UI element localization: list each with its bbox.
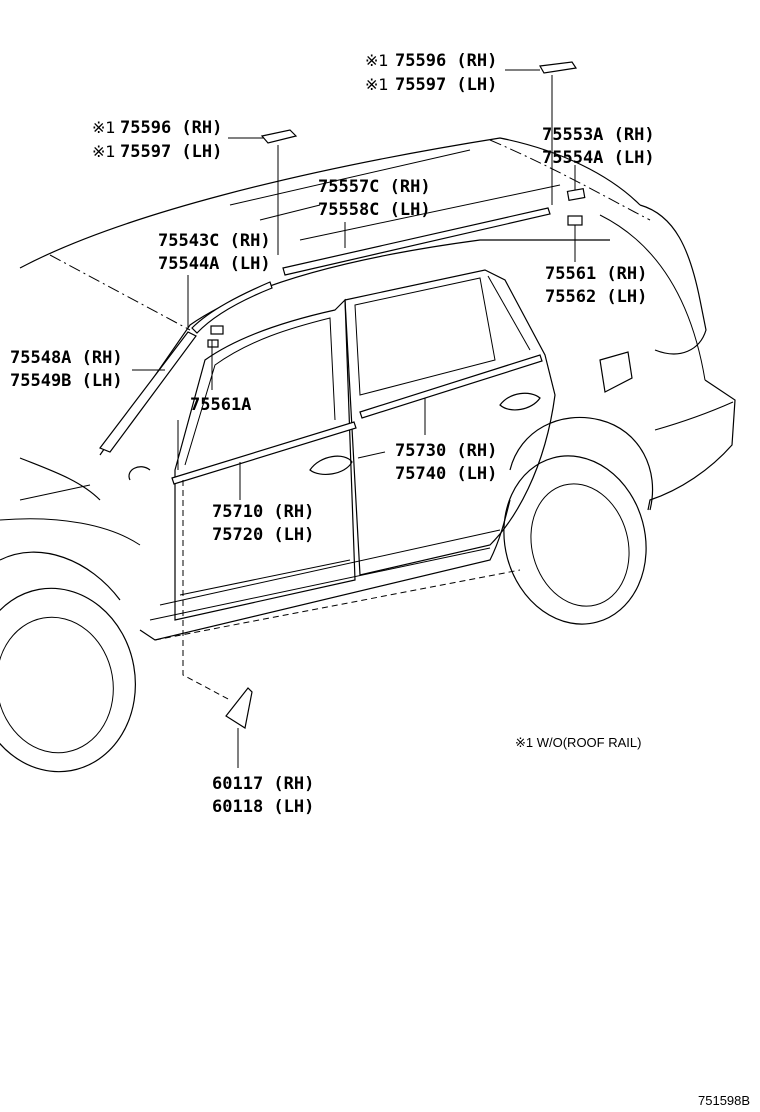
- roof-rear-cap-part: [566, 187, 586, 202]
- front-pillar-moulding-part: [99, 331, 197, 453]
- part-number-label: 75549B (LH): [10, 371, 123, 391]
- part-number-label: 75561 (RH): [545, 264, 647, 284]
- part-number-label: 75561A: [190, 395, 251, 415]
- clip-75561a-part-2: [207, 339, 219, 348]
- rear-door-belt-moulding-part: [359, 354, 543, 419]
- roof-end-cap-part-left: [260, 129, 298, 144]
- callout-11: 60117 (RH) 60118 (LH): [212, 774, 314, 817]
- callout-9: 75730 (RH) 75740 (LH): [395, 441, 497, 484]
- part-number-label: 75720 (LH): [212, 525, 314, 545]
- callout-4: 75557C (RH) 75558C (LH): [318, 177, 431, 220]
- note-marker: ※1: [92, 142, 116, 161]
- callout-1: ※1 75596 (RH) ※1 75597 (LH): [365, 51, 497, 95]
- front-door-belt-moulding-part: [171, 421, 357, 485]
- callout-3: 75553A (RH) 75554A (LH): [542, 125, 655, 168]
- front-fender-garnish-part: [225, 687, 253, 729]
- callout-7: 75548A (RH) 75549B (LH): [10, 348, 123, 391]
- part-number-label: 75597 (LH): [395, 75, 497, 95]
- car-body-outline: [0, 137, 736, 773]
- callout-6: 75561 (RH) 75562 (LH): [545, 264, 647, 307]
- part-number-label: 75558C (LH): [318, 200, 431, 220]
- part-number-label: 75596 (RH): [395, 51, 497, 71]
- diagram-code: 751598B: [698, 1093, 750, 1108]
- leader-lines: [132, 69, 576, 768]
- note-marker: ※1: [365, 51, 389, 70]
- callout-2: ※1 75596 (RH) ※1 75597 (LH): [92, 118, 222, 162]
- roof-end-cap-part-right: [539, 61, 578, 74]
- parts: [99, 61, 586, 729]
- part-number-label: 60117 (RH): [212, 774, 314, 794]
- part-number-label: 75562 (LH): [545, 287, 647, 307]
- note-marker: ※1: [92, 118, 116, 137]
- clip-75561a-part: [210, 325, 224, 335]
- clip-75561-part: [567, 215, 583, 226]
- part-number-label: 75730 (RH): [395, 441, 497, 461]
- callout-5: 75543C (RH) 75544A (LH): [158, 231, 271, 274]
- part-number-label: 75544A (LH): [158, 254, 271, 274]
- part-number-label: 75548A (RH): [10, 348, 123, 368]
- part-number-label: 75557C (RH): [318, 177, 431, 197]
- roof-moulding-part: [282, 207, 551, 276]
- footnote: ※1 W/O(ROOF RAIL): [515, 735, 641, 750]
- part-number-label: 75710 (RH): [212, 502, 314, 522]
- callout-8: 75561A: [190, 395, 251, 415]
- note-marker: ※1: [365, 75, 389, 94]
- rear-door-outline: [344, 269, 556, 576]
- part-number-label: 75543C (RH): [158, 231, 271, 251]
- part-number-label: 75554A (LH): [542, 148, 655, 168]
- callout-10: 75710 (RH) 75720 (LH): [212, 502, 314, 545]
- part-number-label: 75597 (LH): [120, 142, 222, 162]
- part-number-label: 75596 (RH): [120, 118, 222, 138]
- windshield-side-moulding-part: [191, 281, 273, 334]
- part-number-label: 75740 (LH): [395, 464, 497, 484]
- part-number-label: 75553A (RH): [542, 125, 655, 145]
- part-number-label: 60118 (LH): [212, 797, 314, 817]
- front-door-outline: [174, 298, 356, 621]
